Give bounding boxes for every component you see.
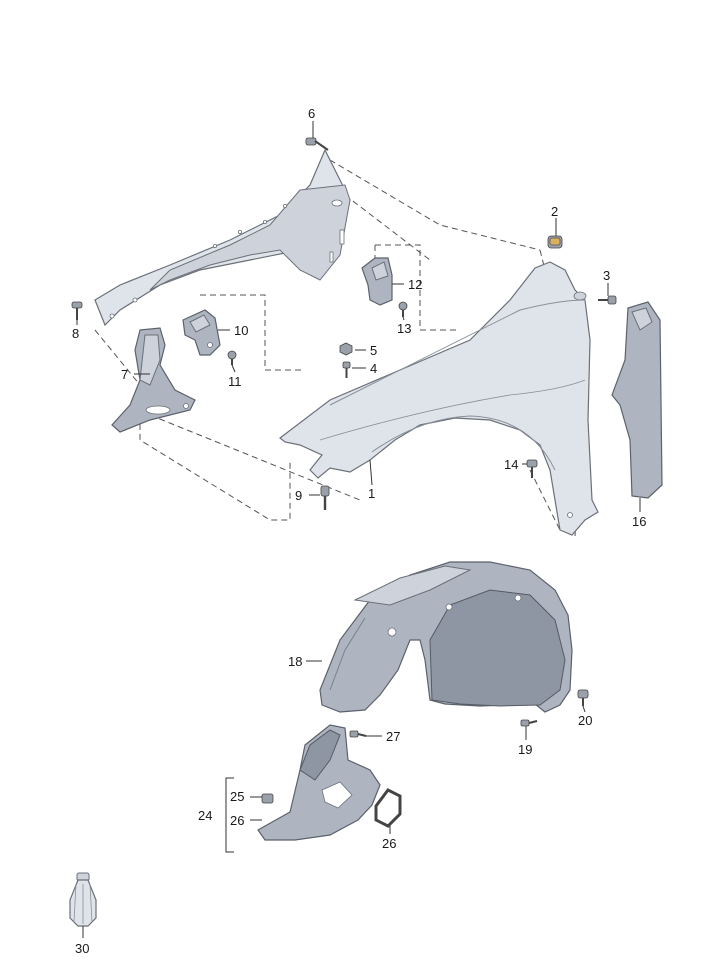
callout-13: 13 [397, 321, 411, 336]
part-1-front-fender [279, 261, 599, 536]
part-11-bolt [227, 350, 237, 365]
callout-2: 2 [551, 204, 558, 219]
part-3-bolt [598, 295, 617, 305]
fender-support-rail [94, 148, 351, 327]
callout-12: 12 [408, 277, 422, 292]
callout-25: 25 [230, 789, 244, 804]
part-27-screw [349, 730, 367, 738]
callout-5: 5 [370, 343, 377, 358]
part-2-nut [547, 235, 563, 249]
part-24-lower-liner [257, 724, 381, 841]
callout-7: 7 [121, 367, 128, 382]
part-9-bolt [320, 485, 330, 510]
part-18-wheel-arch-liner [319, 561, 573, 713]
callout-8: 8 [72, 326, 79, 341]
part-26-gasket [374, 788, 402, 828]
callout-20: 20 [578, 713, 592, 728]
callout-26-right: 26 [382, 836, 396, 851]
part-4-bolt [342, 361, 351, 378]
callout-11: 11 [228, 374, 242, 389]
part-30-boot [69, 872, 97, 927]
part-19-screw [520, 719, 538, 727]
callout-14: 14 [504, 457, 518, 472]
callout-24: 24 [198, 808, 212, 823]
part-8-bolt [71, 301, 83, 320]
part-20-clip [577, 689, 589, 706]
part-10-bracket [182, 309, 221, 356]
callout-26-left: 26 [230, 813, 244, 828]
leader-lines [76, 121, 641, 938]
callout-6: 6 [308, 106, 315, 121]
part-25-clip [261, 793, 274, 804]
callout-labels: 1 2 3 4 5 6 7 8 9 10 11 12 13 14 16 18 1… [72, 106, 646, 956]
callout-10: 10 [234, 323, 248, 338]
callout-1: 1 [368, 486, 375, 501]
callout-9: 9 [295, 488, 302, 503]
part-6-bolt [305, 137, 329, 151]
callout-30: 30 [75, 941, 89, 956]
callout-27: 27 [386, 729, 400, 744]
callout-18: 18 [288, 654, 302, 669]
callout-19: 19 [518, 742, 532, 757]
callout-3: 3 [603, 268, 610, 283]
part-16-seal-strip [611, 301, 663, 499]
callout-16: 16 [632, 514, 646, 529]
part-5-nut [339, 342, 353, 356]
part-13-bolt [398, 301, 408, 317]
part-14-bolt [526, 459, 538, 478]
callout-4: 4 [370, 361, 377, 376]
part-12-bracket [361, 257, 393, 306]
part-7-support-bracket [111, 327, 196, 433]
